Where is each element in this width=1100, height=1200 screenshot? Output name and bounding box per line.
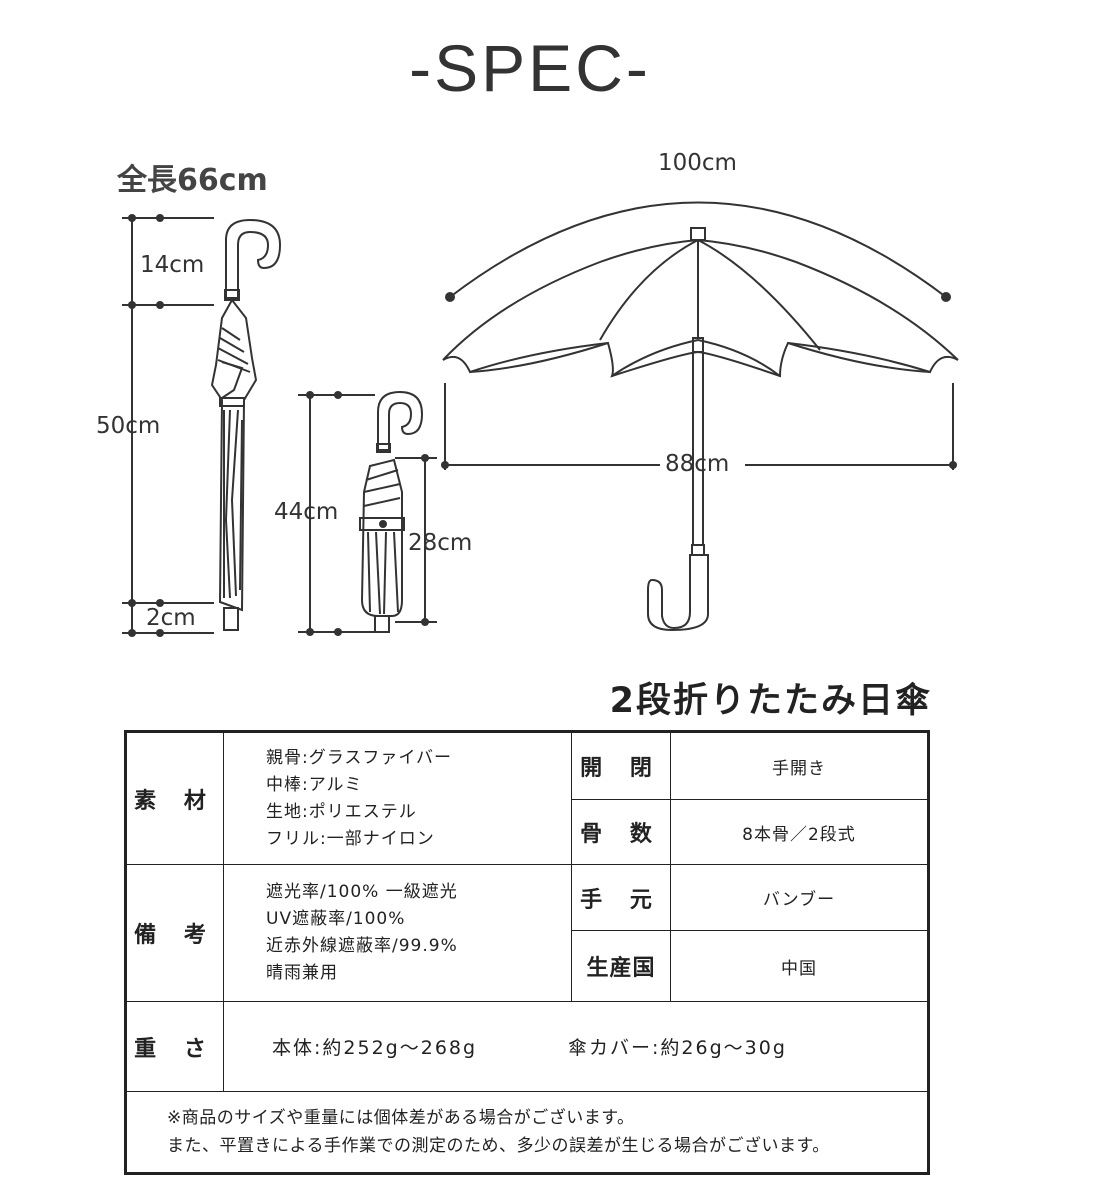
remarks-label: 備 考: [125, 864, 224, 1002]
remarks-line: UV遮蔽率/100%: [266, 909, 406, 929]
folding-umbrella-dimension-dots: [306, 391, 429, 636]
open-span-label: 88cm: [665, 451, 730, 477]
material-line: フリル:一部ナイロン: [266, 828, 435, 849]
tip-length-label: 2cm: [146, 605, 196, 631]
note-line: ※商品のサイズや重量には個体差がある場合がございます。: [167, 1108, 635, 1128]
remarks-lines: 遮光率/100% 一級遮光 UV遮蔽率/100% 近赤外線遮蔽率/99.9% 晴…: [223, 864, 572, 1002]
ribs-value: 8本骨／2段式: [670, 799, 929, 865]
remarks-line: 近赤外線遮蔽率/99.9%: [266, 936, 458, 956]
weight-values: 本体:約252g～268g 傘カバー:約26g～30g: [223, 1001, 929, 1092]
material-line: 生地:ポリエステル: [266, 801, 417, 822]
table-row: 骨 数 8本骨／2段式: [126, 799, 929, 865]
table-row: 重 さ 本体:約252g～268g 傘カバー:約26g～30g: [125, 1001, 929, 1092]
long-umbrella-dimension-dots: [128, 214, 164, 637]
table-row: 素 材 親骨:グラスファイバー 中棒:アルミ 生地:ポリエステル フリル:一部ナ…: [125, 731, 929, 865]
open-close-value: 手開き: [670, 731, 929, 800]
ribs-label: 骨 数: [571, 799, 671, 865]
material-line: 親骨:グラスファイバー: [266, 747, 453, 768]
handle-label: 手 元: [571, 864, 671, 931]
page-title: -SPEC-: [409, 31, 651, 105]
product-name: 2段折りたたみ日傘: [609, 681, 932, 721]
handle-length-label: 14cm: [140, 252, 205, 278]
material-lines: 親骨:グラスファイバー 中棒:アルミ 生地:ポリエステル フリル:一部ナイロン: [223, 731, 572, 865]
material-label: 素 材: [125, 731, 224, 865]
open-close-label: 開 閉: [571, 731, 671, 800]
notes: ※商品のサイズや重量には個体差がある場合がございます。 また、平置きによる手作業…: [125, 1091, 929, 1174]
weight-cover: 傘カバー:約26g～30g: [568, 1037, 787, 1059]
open-umbrella-drawing: [442, 201, 959, 632]
handle-value: バンブー: [670, 864, 929, 931]
origin-value: 中国: [670, 930, 929, 1002]
long-umbrella-dimension-lines: [122, 217, 214, 634]
material-line: 中棒:アルミ: [266, 774, 363, 795]
folding-umbrella-drawing: [359, 390, 424, 633]
arc-length-label: 100cm: [658, 150, 737, 176]
open-umbrella-dots: [441, 292, 957, 469]
origin-label: 生産国: [571, 930, 671, 1002]
table-row: 備 考 遮光率/100% 一級遮光 UV遮蔽率/100% 近赤外線遮蔽率/99.…: [125, 864, 929, 1002]
folded-total-label: 44cm: [274, 499, 339, 525]
total-length-label: 全長66cm: [117, 163, 268, 198]
spec-table: 素 材 親骨:グラスファイバー 中棒:アルミ 生地:ポリエステル フリル:一部ナ…: [124, 730, 930, 1175]
table-row: 生産国 中国: [126, 930, 929, 1002]
remarks-line: 晴雨兼用: [266, 963, 338, 983]
weight-body: 本体:約252g～268g: [272, 1037, 478, 1059]
remarks-line: 遮光率/100% 一級遮光: [266, 882, 458, 902]
note-line: また、平置きによる手作業での測定のため、多少の誤差が生じる場合がございます。: [167, 1136, 830, 1156]
weight-label: 重 さ: [125, 1001, 224, 1092]
long-umbrella-drawing: [210, 218, 282, 631]
body-length-label: 50cm: [96, 413, 161, 439]
table-row: ※商品のサイズや重量には個体差がある場合がございます。 また、平置きによる手作業…: [125, 1091, 929, 1174]
folded-body-label: 28cm: [408, 530, 473, 556]
umbrella-diagram: [122, 201, 959, 637]
